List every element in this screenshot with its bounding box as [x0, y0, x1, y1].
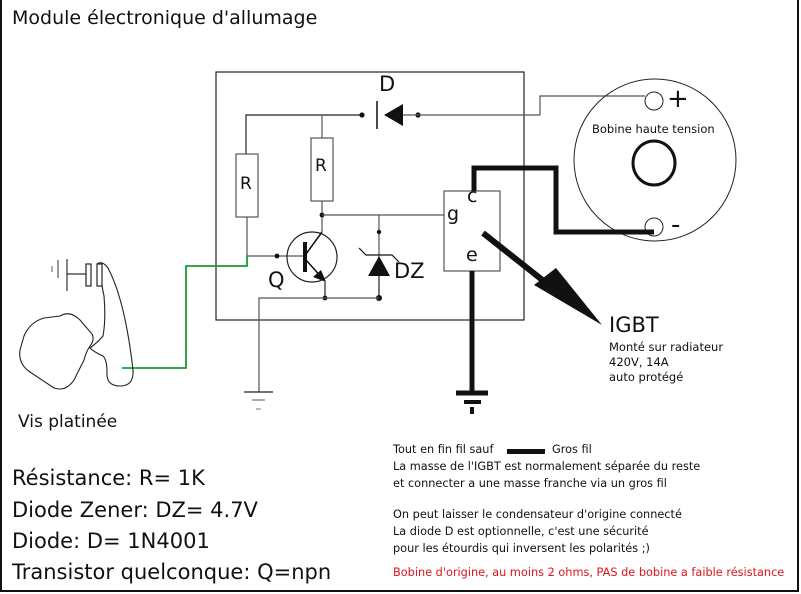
note-line: On peut laisser le condensateur d'origin… [393, 508, 682, 521]
points-contact-fixed [85, 263, 92, 287]
note-line: La masse de l'IGBT est normalement sépar… [393, 460, 701, 473]
warning-note: Bobine d'origine, au moins 2 ohms, PAS d… [393, 566, 785, 579]
coil-minus-label: - [671, 210, 681, 240]
igbt-line: Monté sur radiateur [609, 340, 724, 354]
coil-label: Bobine haute tension [592, 122, 715, 136]
coil-plus-label: + [667, 84, 689, 114]
spec-line: Transistor quelconque: Q=npn [12, 560, 332, 584]
zener-label: DZ [394, 259, 425, 283]
wire-common-ground [258, 297, 379, 392]
coil-terminal-plus [644, 91, 664, 111]
coil-core-icon [631, 139, 677, 187]
junction-dot [359, 112, 365, 118]
wire-points-signal [122, 256, 248, 369]
wire-diode-coil-plus [403, 95, 645, 116]
igbt-line: auto protégé [609, 370, 684, 384]
spec-line: Diode: D= 1N4001 [12, 529, 210, 553]
zener-bar [358, 247, 400, 263]
points-contact-moving [96, 263, 103, 287]
wire-collector-thick [471, 165, 654, 235]
igbt-title: IGBT [609, 313, 659, 337]
junction-dot [274, 253, 280, 259]
note-line: pour les étourdis qui inversent les pola… [393, 542, 650, 555]
spec-line: Résistance: R= 1K [12, 466, 205, 490]
spec-line: Diode Zener: DZ= 4.7V [12, 498, 258, 522]
igbt-collector-label: c [467, 185, 478, 207]
igbt-line: 420V, 14A [609, 355, 669, 369]
junction-dot [376, 229, 382, 235]
resistor-r1-label: R [240, 174, 252, 194]
wire-top [245, 114, 362, 154]
points-label: Vis platinée [18, 412, 118, 432]
emitter-arrow-icon [313, 270, 326, 282]
legend-thick-label: Gros fil [552, 443, 592, 456]
resistor-r2-label: R [315, 156, 327, 176]
diode-d-icon [384, 104, 403, 126]
points-arm-icon [89, 262, 134, 387]
wire-r1-base [246, 217, 304, 257]
transistor-label: Q [268, 268, 285, 292]
transistor-collector [305, 231, 323, 255]
legend-thick-wire [507, 449, 545, 454]
cam-icon [19, 313, 94, 390]
coil-body [573, 78, 737, 242]
note-line: La diode D est optionnelle, c'est une sé… [393, 525, 649, 538]
igbt-gate-label: g [447, 203, 460, 225]
module-box [215, 71, 525, 321]
legend-thin-label: Tout en fin fil sauf [393, 443, 494, 456]
igbt-pointer-arrowhead [534, 268, 602, 325]
diode-label: D [379, 72, 396, 96]
page-title: Module électronique d'allumage [12, 7, 318, 29]
transistor-q-icon [286, 231, 338, 283]
igbt-emitter-label: e [466, 244, 478, 266]
note-line: et connecter a une masse franche via un … [393, 477, 667, 490]
zener-dz-icon [368, 256, 390, 276]
